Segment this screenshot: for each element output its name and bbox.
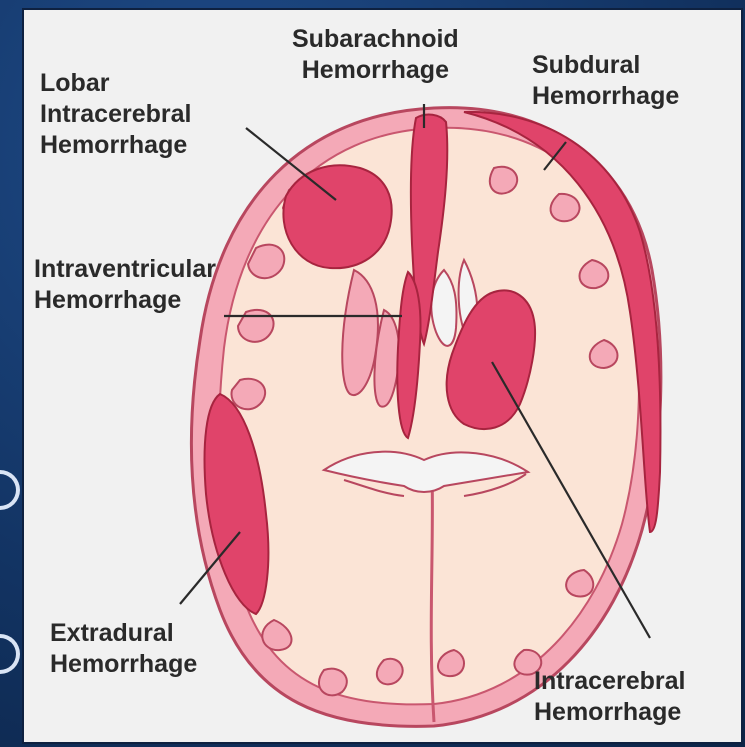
label-lobar-intracerebral-hemorrhage: Lobar Intracerebral Hemorrhage xyxy=(40,68,191,161)
cropped-glyph-lower xyxy=(0,634,20,674)
lobar-intracerebral-hemorrhage xyxy=(283,165,391,268)
label-subdural-line-1: Subdural xyxy=(532,50,679,81)
label-intracerebral-line-2: Hemorrhage xyxy=(534,697,685,728)
label-subdural-hemorrhage: Subdural Hemorrhage xyxy=(532,50,679,112)
label-extradural-line-1: Extradural xyxy=(50,618,197,649)
label-lobar-line-1: Lobar xyxy=(40,68,191,99)
label-extradural-line-2: Hemorrhage xyxy=(50,649,197,680)
label-intracerebral-line-1: Intracerebral xyxy=(534,666,685,697)
label-subarachnoid-line-1: Subarachnoid xyxy=(292,24,459,55)
label-lobar-line-3: Hemorrhage xyxy=(40,130,191,161)
label-subdural-line-2: Hemorrhage xyxy=(532,81,679,112)
cropped-glyph-upper xyxy=(0,470,20,510)
label-subarachnoid-hemorrhage: Subarachnoid Hemorrhage xyxy=(292,24,459,86)
label-extradural-hemorrhage: Extradural Hemorrhage xyxy=(50,618,197,680)
hemorrhage-diagram-panel: Subarachnoid Hemorrhage Subdural Hemorrh… xyxy=(22,8,743,744)
label-lobar-line-2: Intracerebral xyxy=(40,99,191,130)
label-intraventricular-line-1: Intraventricular xyxy=(34,254,216,285)
label-intracerebral-hemorrhage: Intracerebral Hemorrhage xyxy=(534,666,685,728)
label-intraventricular-hemorrhage: Intraventricular Hemorrhage xyxy=(34,254,216,316)
label-subarachnoid-line-2: Hemorrhage xyxy=(292,55,459,86)
label-intraventricular-line-2: Hemorrhage xyxy=(34,285,216,316)
